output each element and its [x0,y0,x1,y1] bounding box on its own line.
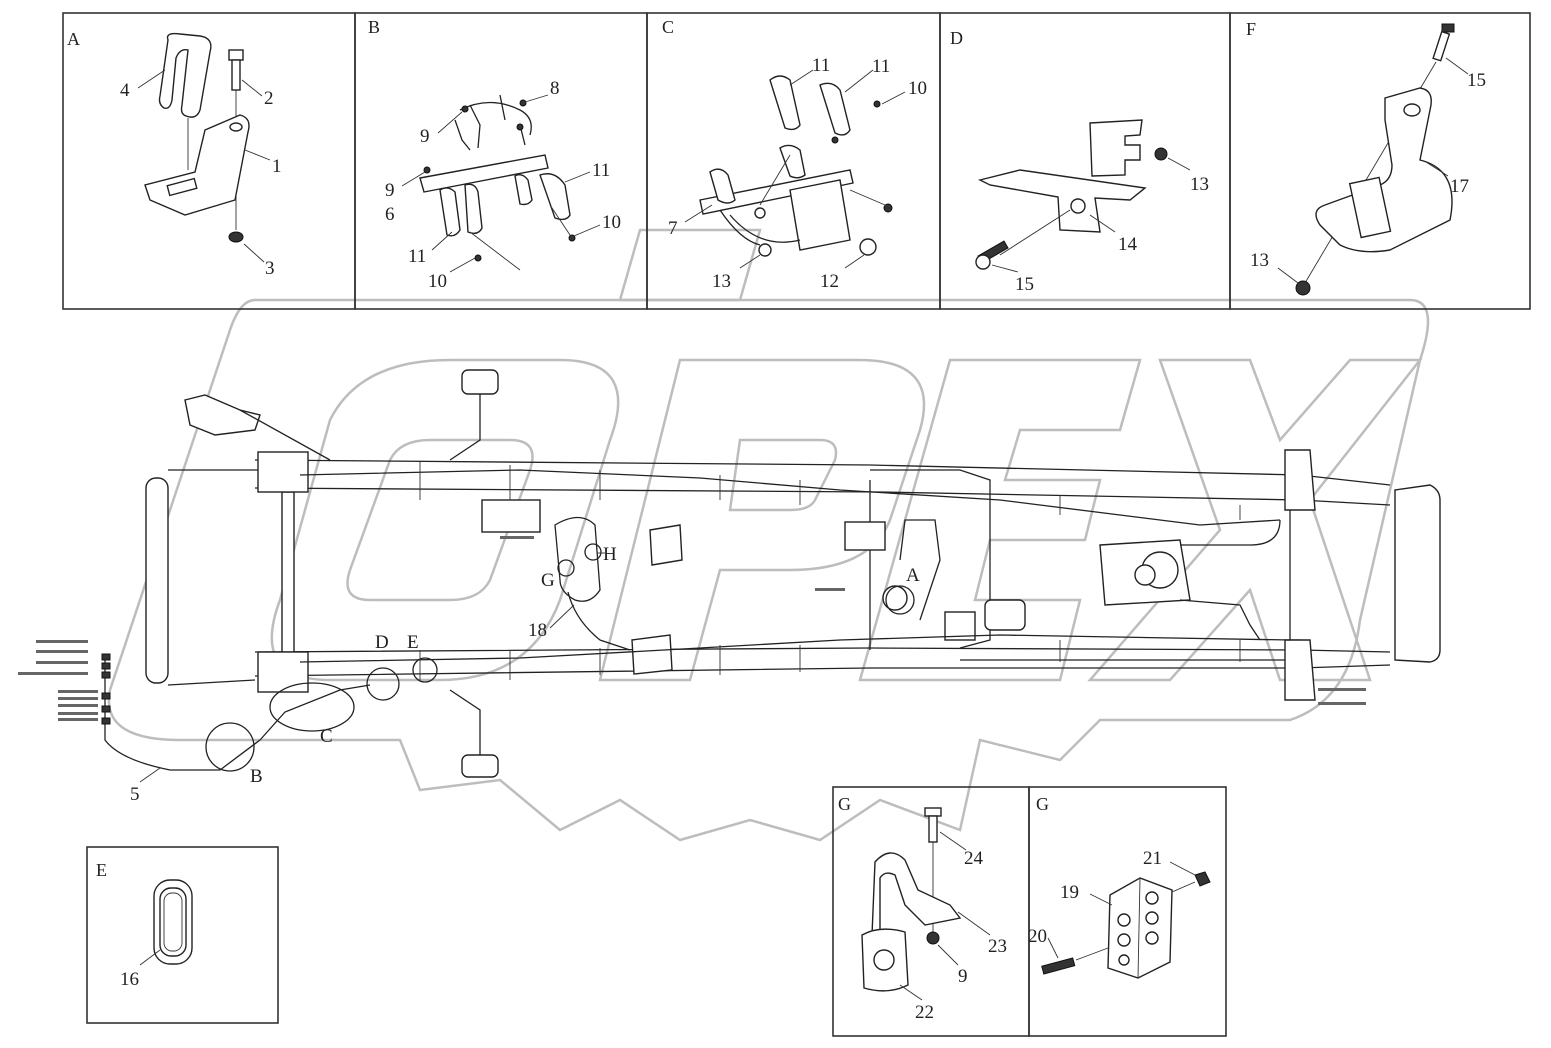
callout-17: 17 [1450,176,1469,197]
callout-22: 22 [915,1002,934,1023]
clip-rail-assembly-c [699,75,893,257]
detail-panel-d: D 13 14 15 [939,12,1231,310]
callout-10-bottom: 10 [428,271,447,292]
callout-9: 9 [385,180,395,201]
detail-panel-c: C 11 11 10 7 13 12 [646,12,941,310]
callout-20: 20 [1028,926,1047,947]
callout-6: 6 [385,204,395,225]
label-b: B [250,766,263,787]
callout-12: 12 [820,271,839,292]
callout-10-right: 10 [602,212,621,233]
callout-13-d: 13 [1190,174,1209,195]
chassis-frame [101,369,1441,778]
panel-e-letter: E [96,860,107,880]
callout-10-c: 10 [908,78,927,99]
callout-23: 23 [988,936,1007,957]
callout-21: 21 [1143,848,1162,869]
nut-part [228,231,244,243]
callout-13-f: 13 [1250,250,1269,271]
panel-f-letter: F [1246,19,1256,39]
cable-block-part [1041,871,1211,979]
detail-panel-a: A 4 2 1 3 [62,12,356,310]
callout-13-c: 13 [712,271,731,292]
callout-2: 2 [264,88,274,109]
callout-14: 14 [1118,234,1138,255]
detail-panel-e: E 16 [86,846,279,1024]
chassis-tiny-labels [18,536,1366,721]
label-c: C [320,726,333,747]
callout-18: 18 [528,620,547,641]
strap-clamp-part [158,32,212,170]
plate-bracket-part [975,119,1168,270]
callout-4: 4 [120,80,130,101]
callout-15-f: 15 [1467,70,1486,91]
callout-7: 7 [668,218,678,239]
label-e: E [407,632,419,653]
label-h: H [603,544,617,565]
clip-rail-assembly [419,94,576,271]
mounting-bracket-part [144,114,250,216]
detail-panel-g-clamp: G 24 23 9 22 [832,786,1030,1037]
label-a: A [906,565,920,586]
callout-11-left: 11 [408,246,426,267]
label-d: D [375,632,389,653]
callout-8: 8 [550,78,560,99]
panel-c-letter: C [662,17,674,37]
callout-3: 3 [265,258,275,279]
panel-b-letter: B [368,17,380,37]
grommet-part [153,879,193,965]
callout-11-c-right: 11 [872,56,890,77]
formed-bracket-part [1295,23,1455,296]
callout-16: 16 [120,969,139,990]
detail-panel-g-block: G 21 19 20 [1028,786,1227,1037]
detail-panel-b: B 8 9 9 6 11 11 10 [354,12,648,310]
callout-15-d: 15 [1015,274,1034,295]
callout-9-top: 9 [420,126,430,147]
callout-19: 19 [1060,882,1079,903]
watermark-logo [107,228,1430,842]
detail-panel-f: F 15 17 13 [1229,12,1531,310]
panel-d-letter: D [950,28,963,48]
callout-5: 5 [130,784,140,805]
callout-9-g: 9 [958,966,968,987]
clamp-strap-part [861,807,962,992]
chassis-callouts: H G 18 A D E C B 5 [130,544,920,805]
callout-24: 24 [964,848,984,869]
callout-11-c-left: 11 [812,55,830,76]
panel-a-letter: A [67,29,80,49]
callout-1: 1 [272,156,282,177]
panel-g1-letter: G [838,794,851,814]
label-g: G [541,570,555,591]
callout-11-right: 11 [592,160,610,181]
panel-g2-letter: G [1036,794,1049,814]
